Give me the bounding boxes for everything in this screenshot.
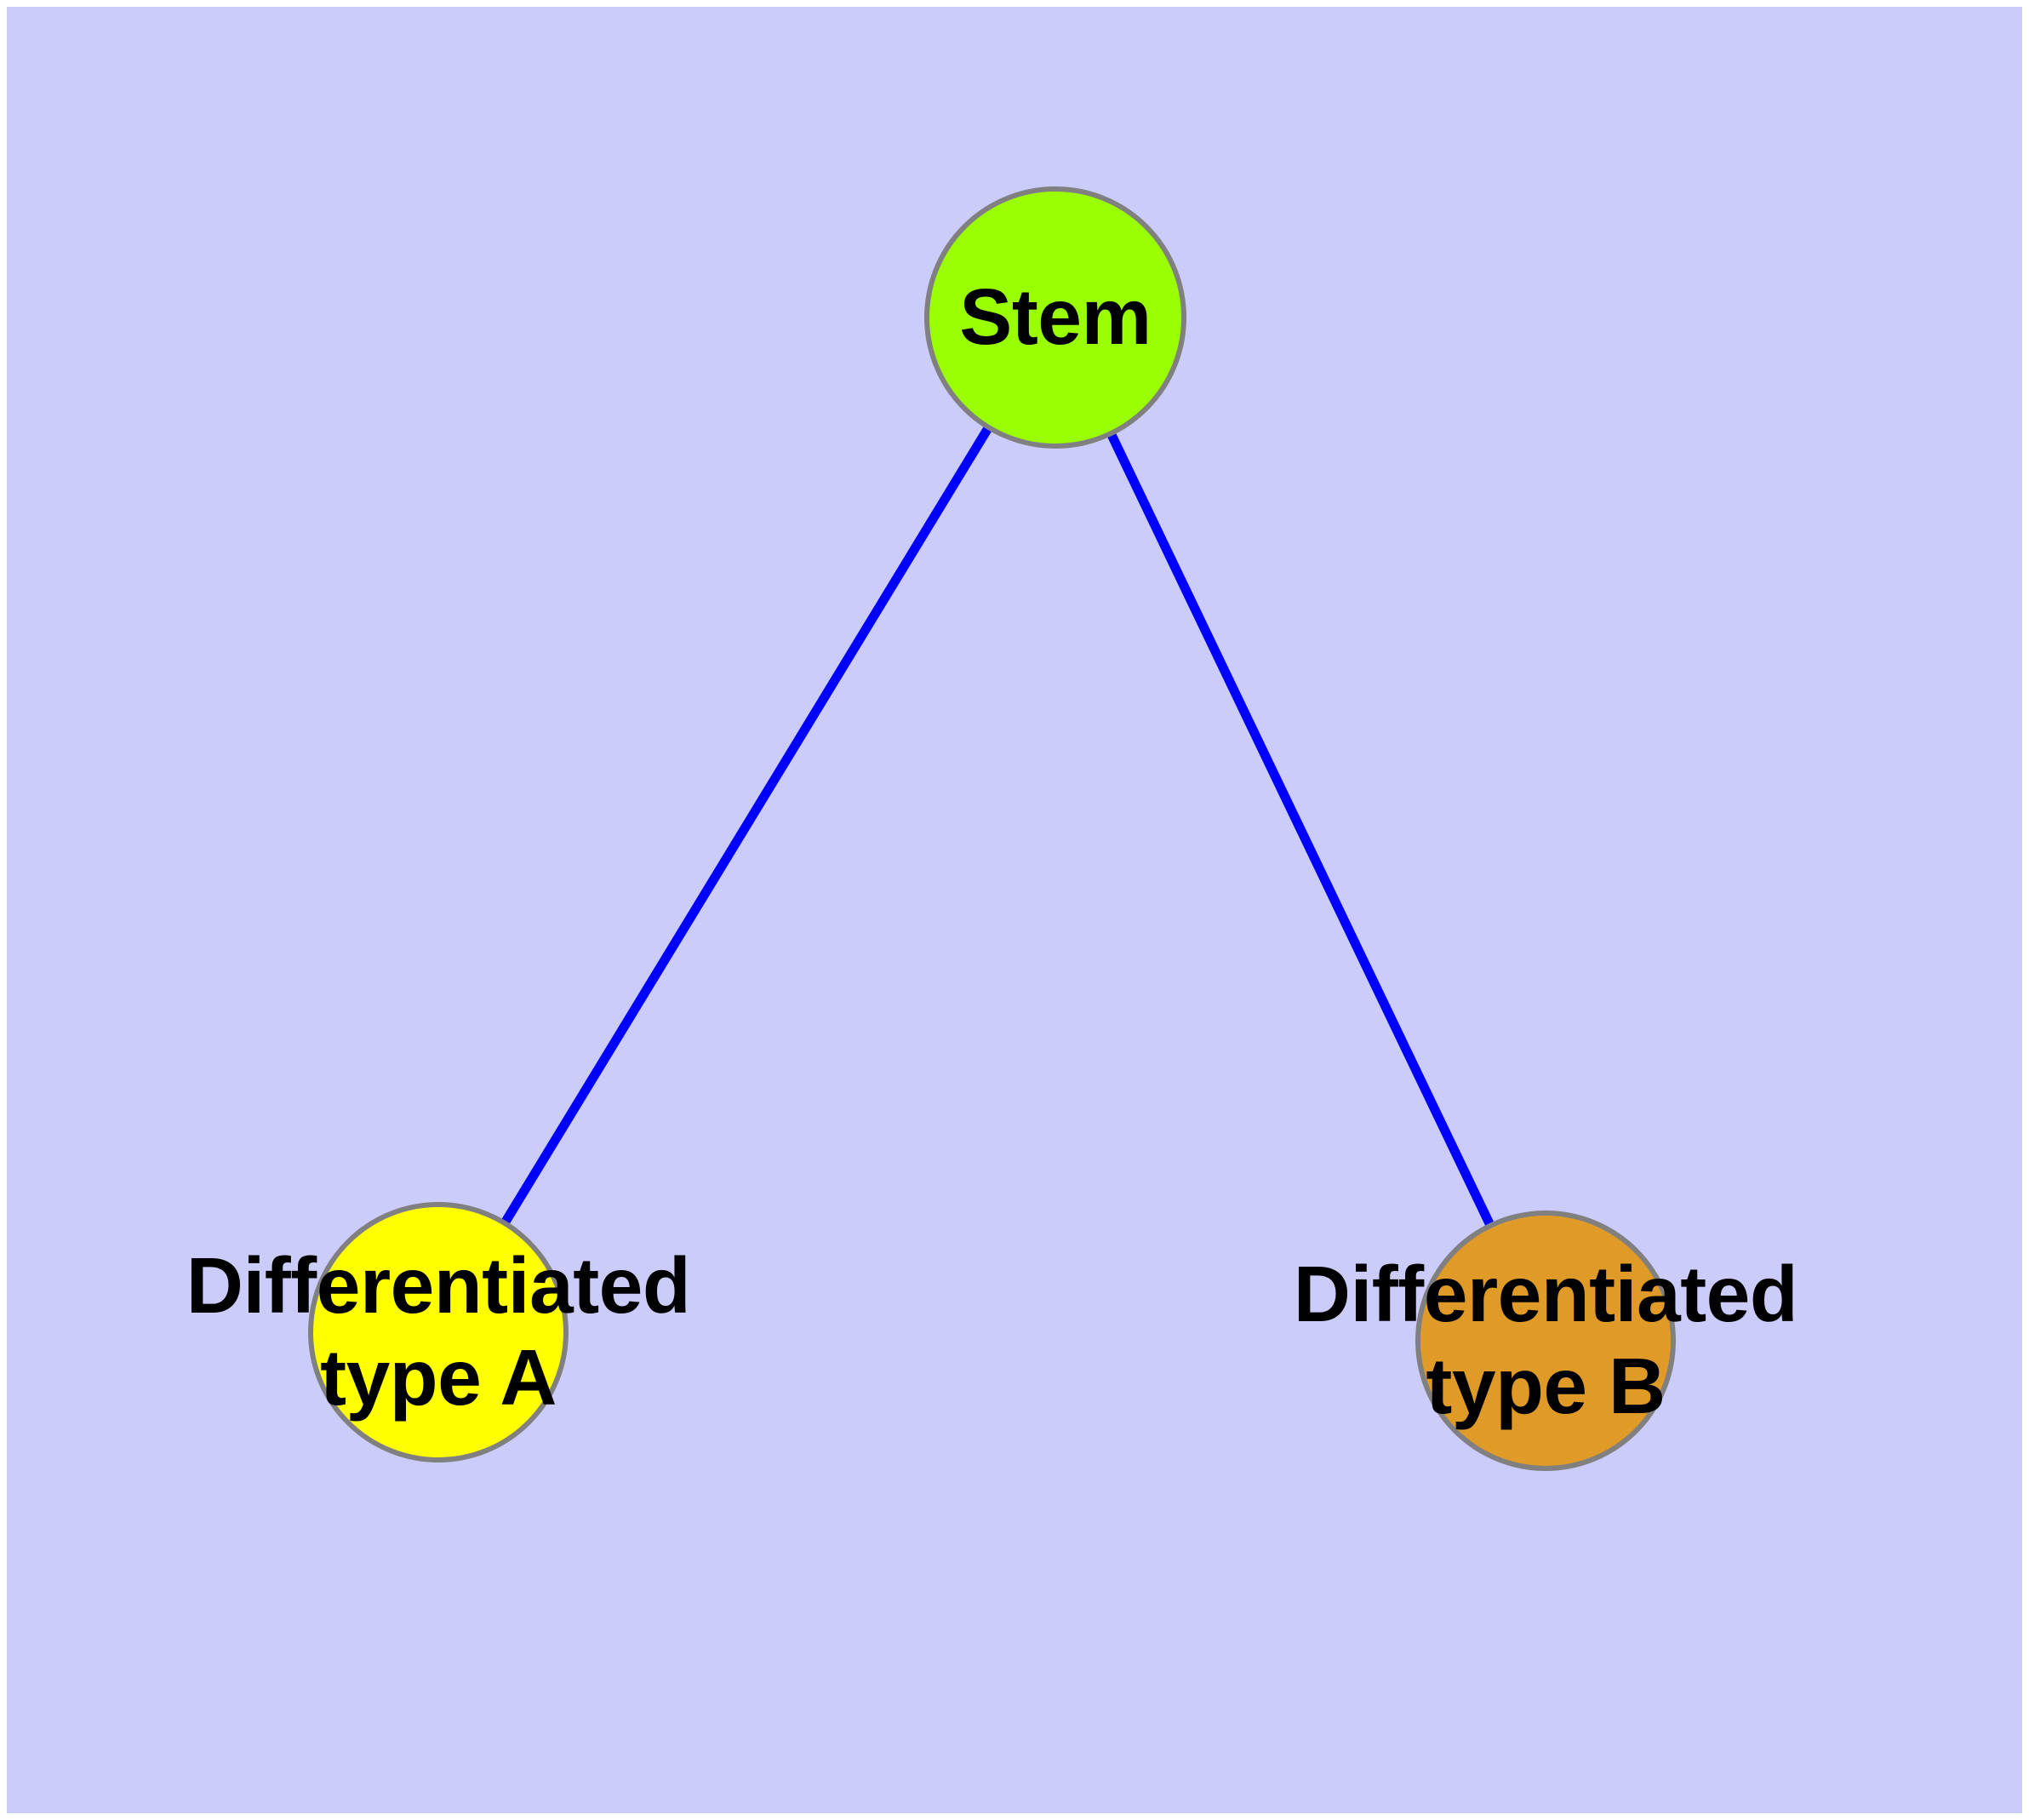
graph-node-stem[interactable] — [924, 186, 1186, 449]
graph-node-diff_b[interactable] — [1415, 1210, 1676, 1471]
nodes-layer — [308, 186, 1676, 1471]
graph-edge-stem-diff_b[interactable] — [1051, 315, 1550, 1343]
edges-layer — [434, 315, 1550, 1343]
graph-node-diff_a[interactable] — [308, 1202, 569, 1462]
graph-edge-stem-diff_a[interactable] — [434, 315, 1060, 1335]
